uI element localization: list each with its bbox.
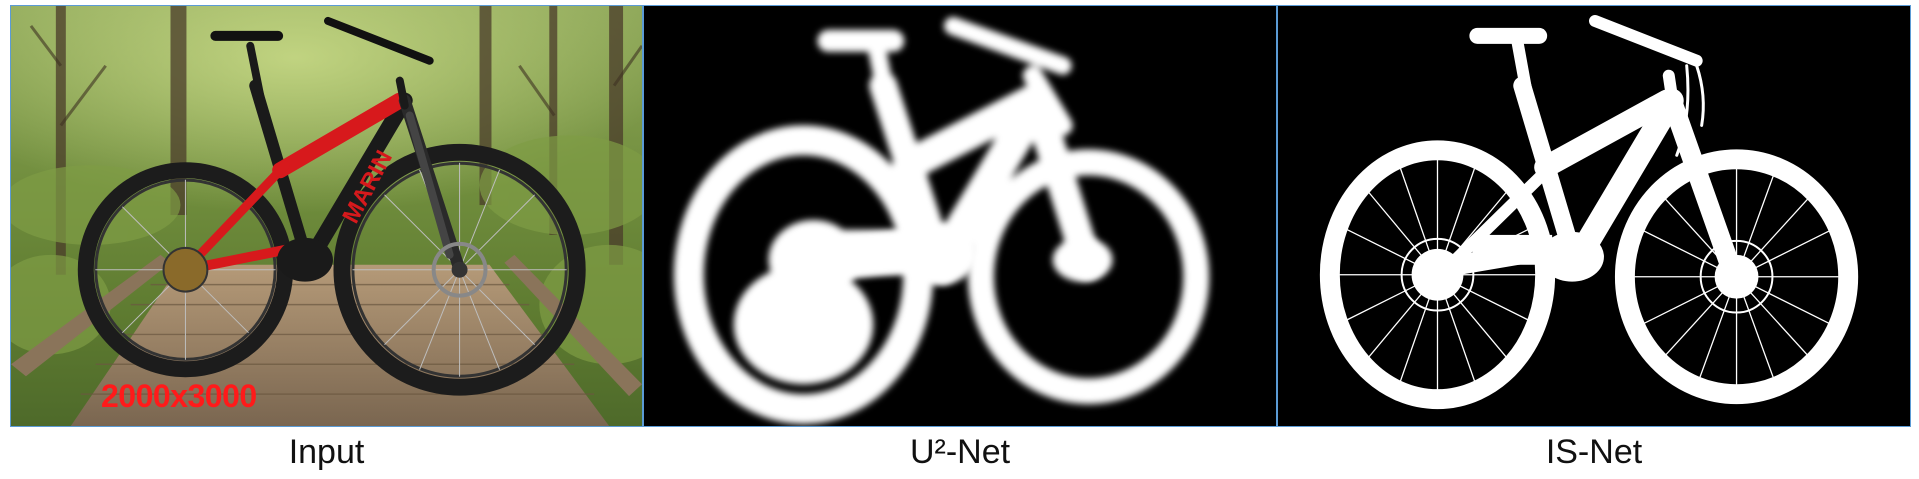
bicycle-mask-blurry-icon xyxy=(644,6,1276,426)
u2net-mask-panel xyxy=(643,5,1277,427)
caption-u2net: U²-Net xyxy=(909,433,1011,471)
resolution-label: 2000x3000 xyxy=(101,378,257,414)
isnet-mask-panel xyxy=(1277,5,1911,427)
bicycle-mask-detailed-icon xyxy=(1278,6,1910,426)
caption-isnet: IS-Net xyxy=(1545,433,1643,471)
input-photo-panel: MARIN 2000x3000 xyxy=(10,5,643,427)
bicycle-photo-icon: MARIN xyxy=(11,6,642,426)
caption-input: Input xyxy=(288,433,365,471)
